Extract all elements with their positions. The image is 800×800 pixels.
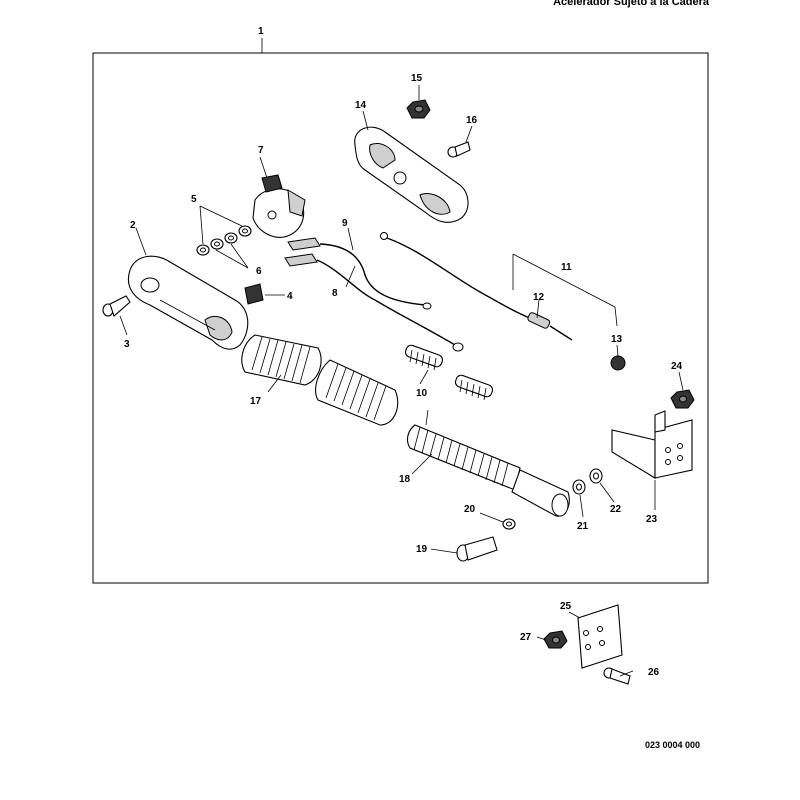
shoulder-bolt xyxy=(456,536,498,562)
callout-27: 27 xyxy=(520,632,532,643)
callout-13: 13 xyxy=(611,334,623,345)
callout-16: 16 xyxy=(466,115,478,126)
callout-8: 8 xyxy=(332,288,338,299)
callout-26: 26 xyxy=(648,667,660,678)
throttle-cable xyxy=(380,232,626,371)
bolt-26 xyxy=(603,667,631,685)
nut-top xyxy=(406,99,431,119)
screw xyxy=(102,295,131,317)
callout-21: 21 xyxy=(577,521,589,532)
nut-24 xyxy=(670,389,695,409)
callout-11: 11 xyxy=(561,262,572,273)
assembly-frame xyxy=(92,52,709,584)
lever-housing xyxy=(127,255,249,350)
bolt-top xyxy=(447,141,471,158)
throttle-tube xyxy=(406,409,570,517)
callout-22: 22 xyxy=(610,504,622,515)
callout-19: 19 xyxy=(416,544,428,555)
callout-5: 5 xyxy=(191,194,197,205)
callout-23: 23 xyxy=(646,514,658,525)
callout-12: 12 xyxy=(533,292,545,303)
callout-17: 17 xyxy=(250,396,262,407)
leader-lines xyxy=(119,85,684,677)
callout-18: 18 xyxy=(399,474,411,485)
callout-20: 20 xyxy=(464,504,476,515)
handle-half xyxy=(354,126,469,223)
washers xyxy=(196,225,252,256)
callout-4: 4 xyxy=(287,291,293,302)
callout-1: 1 xyxy=(258,26,264,37)
callout-24: 24 xyxy=(671,361,683,372)
throttle-trigger xyxy=(252,174,306,238)
switch-wire-assembly xyxy=(284,237,464,352)
callout-25: 25 xyxy=(560,601,572,612)
callout-15: 15 xyxy=(411,73,423,84)
mounting-bracket xyxy=(611,410,693,479)
header-title: Acelerador Sujeto a la Cadera xyxy=(553,0,709,8)
drawing-code: 023 0004 000 xyxy=(645,740,700,750)
mounting-plate xyxy=(577,604,623,669)
washers-21-22 xyxy=(572,468,603,495)
callout-7: 7 xyxy=(258,145,264,156)
callout-2: 2 xyxy=(130,220,136,231)
callout-6: 6 xyxy=(256,266,262,277)
small-springs xyxy=(404,344,494,401)
nut-27 xyxy=(543,630,568,649)
bellows xyxy=(241,334,399,426)
callout-14: 14 xyxy=(355,100,367,111)
callout-3: 3 xyxy=(124,339,130,350)
callout-9: 9 xyxy=(342,218,348,229)
washer-20 xyxy=(502,518,516,530)
callout-10: 10 xyxy=(416,388,428,399)
block-insert xyxy=(244,283,264,305)
